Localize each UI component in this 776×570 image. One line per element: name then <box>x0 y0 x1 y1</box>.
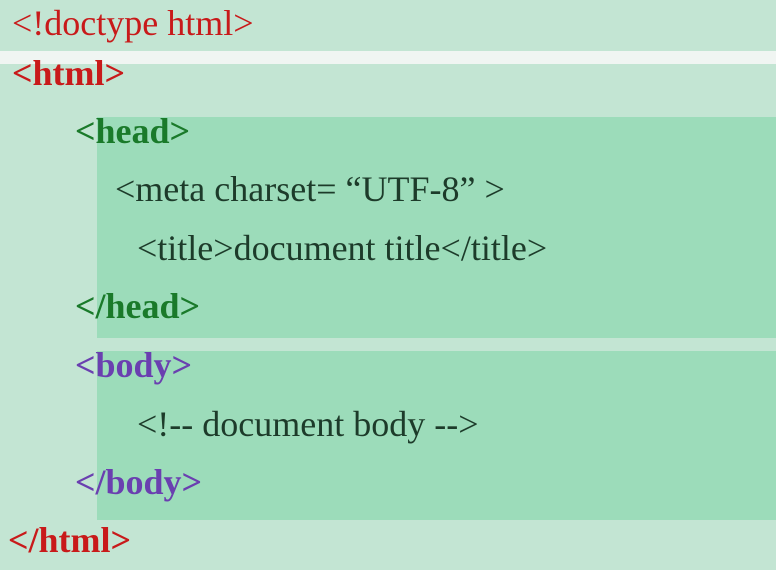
html-close-tag: </html> <box>8 520 132 560</box>
head-section-block <box>97 117 776 338</box>
body-comment-line: <!-- document body --> <box>137 404 479 444</box>
body-section-block <box>97 351 776 520</box>
head-open-tag: <head> <box>75 111 191 151</box>
html-open-tag: <html> <box>12 53 126 93</box>
head-close-tag: </head> <box>75 286 201 326</box>
divider-strip <box>0 51 776 64</box>
doctype-line: <!doctype html> <box>12 3 254 43</box>
body-close-tag: </body> <box>75 462 203 502</box>
meta-charset-line: <meta charset= “UTF-8” > <box>115 169 505 209</box>
body-open-tag: <body> <box>75 345 193 385</box>
title-line: <title>document title</title> <box>137 228 548 268</box>
